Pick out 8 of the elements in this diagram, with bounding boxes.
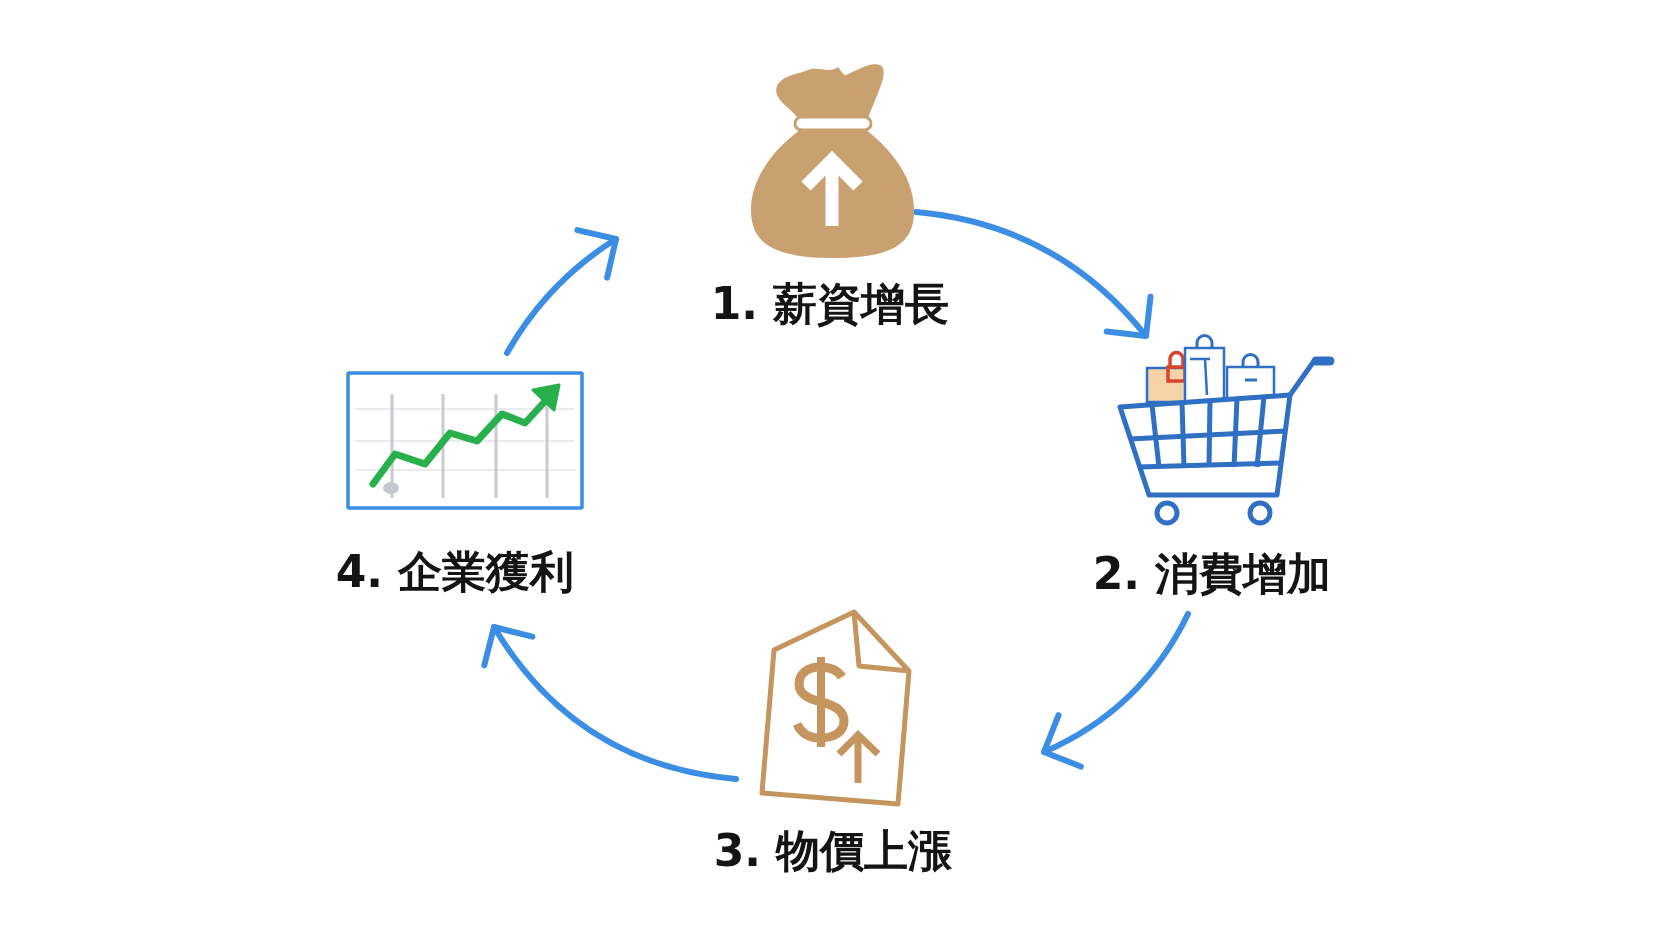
step-label: 4. 企業獲利 xyxy=(335,546,575,598)
arrow xyxy=(1041,611,1191,769)
step-label: 3. 物價上漲 xyxy=(713,825,953,877)
step-label: 1. 薪資增長 xyxy=(710,278,950,330)
arrow xyxy=(482,624,739,782)
step-label: 2. 消費增加 xyxy=(1092,548,1332,600)
arrow xyxy=(913,209,1153,339)
arrow xyxy=(504,227,619,356)
